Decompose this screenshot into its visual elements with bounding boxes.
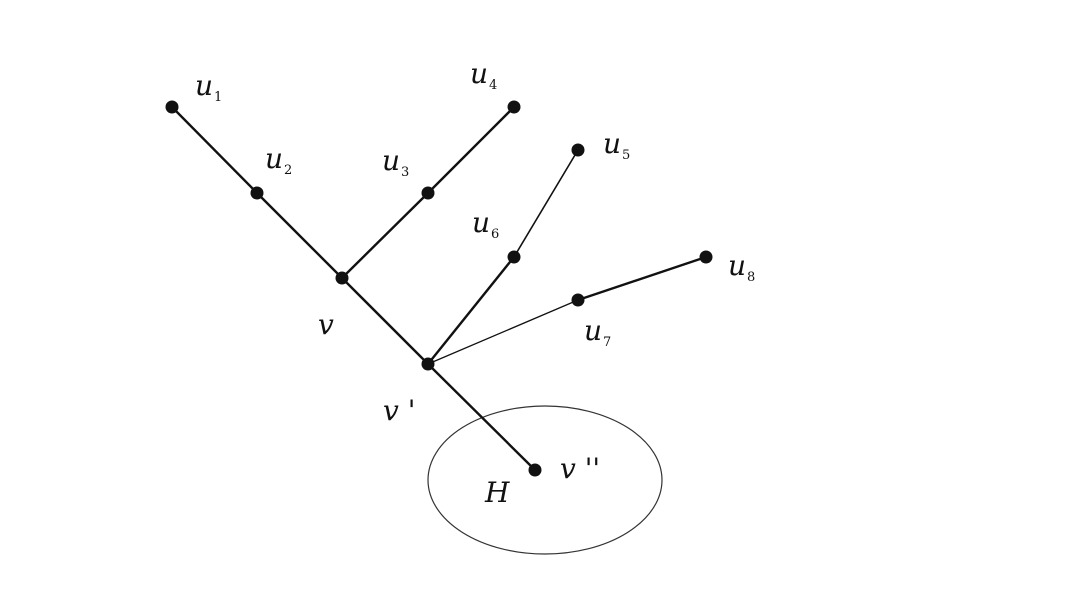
node-u1: [165, 100, 179, 114]
edge-v-vp: [341, 277, 429, 365]
edge-u1-u2: [171, 106, 258, 194]
edge-u3-u4: [427, 106, 515, 194]
edge-vp-vpp: [427, 363, 536, 471]
node-u5: [571, 143, 585, 157]
node-vpp: [528, 463, 542, 477]
subgraph-h-ellipse: [427, 405, 663, 555]
edge-vp-u6: [427, 256, 515, 365]
edge-u2-v: [256, 192, 343, 279]
nodes-group: [165, 100, 713, 477]
subgraph-h-label: H: [484, 476, 510, 509]
node-v: [335, 271, 349, 285]
node-label-u3: u3: [382, 144, 409, 180]
node-label-u1: u1: [195, 69, 222, 105]
node-u4: [507, 100, 521, 114]
edge-u6-u5: [513, 149, 579, 258]
node-label-vpp: v '': [560, 452, 600, 485]
node-label-u2: u2: [265, 142, 292, 178]
node-label-u8: u8: [728, 249, 755, 285]
node-u7: [571, 293, 585, 307]
node-label-v: v: [318, 308, 334, 341]
node-label-u6: u6: [472, 206, 499, 242]
node-label-u5: u5: [603, 127, 630, 163]
node-u3: [421, 186, 435, 200]
node-u8: [699, 250, 713, 264]
edge-v-u3: [341, 192, 429, 279]
edges-group: [171, 106, 707, 471]
node-u2: [250, 186, 264, 200]
node-vp: [421, 357, 435, 371]
edge-u7-u8: [577, 255, 707, 302]
edge-vp-u7: [427, 299, 579, 365]
node-u6: [507, 250, 521, 264]
node-label-u4: u4: [470, 57, 497, 93]
node-label-vp: v ': [383, 394, 415, 427]
labels-group: u1 u2 u3 u4 u5 u6 u7 u8 v v ' v '': [195, 57, 755, 485]
node-label-u7: u7: [584, 314, 611, 350]
